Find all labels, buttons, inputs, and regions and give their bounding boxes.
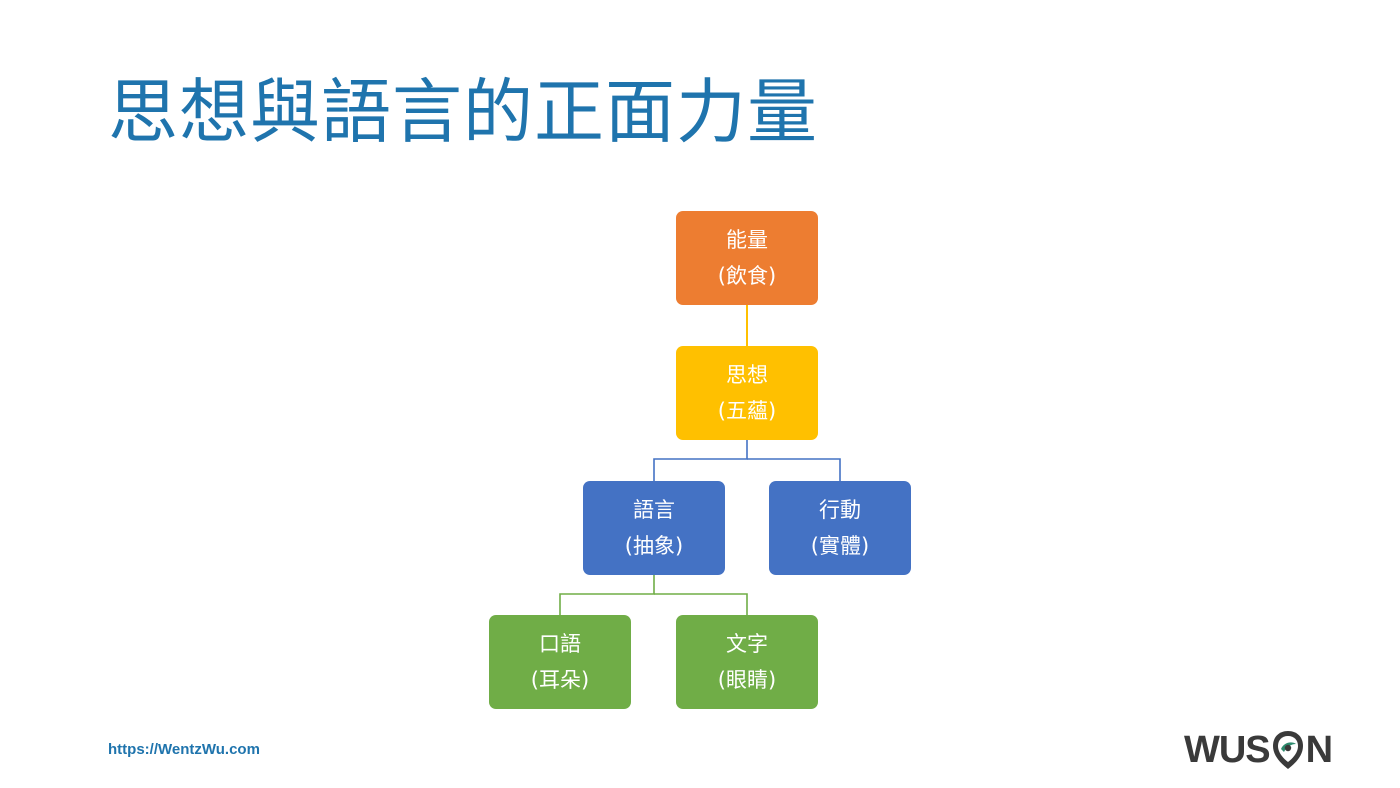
connector-language-writing — [654, 593, 748, 615]
node-thought-sub: (五蘊) — [717, 399, 777, 423]
footer-url-link[interactable]: https://WentzWu.com — [108, 741, 260, 758]
node-action: 行動 (實體) — [769, 481, 911, 575]
node-language-label: 語言 — [633, 498, 675, 522]
node-speech-sub: (耳朵) — [530, 668, 590, 692]
slide-title: 思想與語言的正面力量 — [108, 71, 818, 153]
node-thought: 思想 (五蘊) — [676, 346, 818, 440]
node-thought-label: 思想 — [726, 363, 768, 387]
shield-o-icon — [1272, 731, 1303, 769]
connector-language-speech — [559, 574, 655, 615]
connector-thought-action — [747, 458, 841, 481]
logo-text-suffix: N — [1305, 728, 1333, 771]
node-action-sub: (實體) — [810, 534, 870, 558]
node-writing: 文字 (眼睛) — [676, 615, 818, 709]
node-language: 語言 (抽象) — [583, 481, 725, 575]
node-speech: 口語 (耳朵) — [489, 615, 631, 709]
node-speech-label: 口語 — [539, 632, 581, 656]
node-writing-sub: (眼睛) — [717, 668, 777, 692]
node-energy-label: 能量 — [726, 228, 768, 252]
node-language-sub: (抽象) — [624, 534, 684, 558]
node-energy: 能量 (飲食) — [676, 211, 818, 305]
node-energy-sub: (飲食) — [717, 264, 777, 288]
node-action-label: 行動 — [819, 498, 861, 522]
wuson-logo: WUS N — [1184, 728, 1333, 772]
connector-thought-language — [653, 440, 748, 481]
node-writing-label: 文字 — [726, 632, 768, 656]
logo-text-prefix: WUS — [1184, 728, 1271, 771]
